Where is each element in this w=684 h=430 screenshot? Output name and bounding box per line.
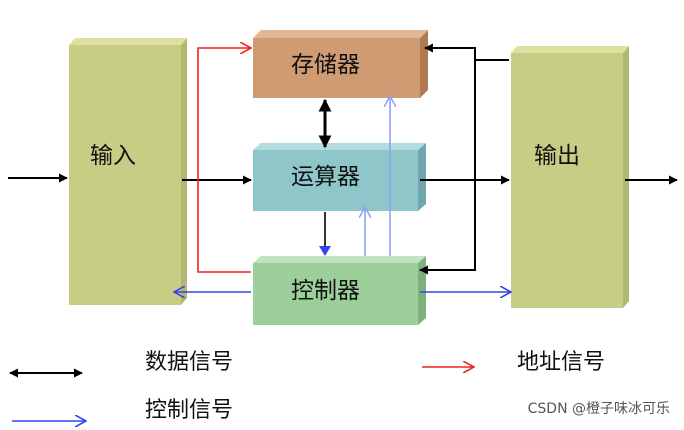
- output-label: 输出: [534, 143, 580, 169]
- legend-address-label: 地址信号: [517, 350, 606, 375]
- input-block: [69, 38, 187, 305]
- data-arrow-alu-to-controller-head: [319, 246, 331, 256]
- memory-label: 存储器: [291, 52, 360, 78]
- data-arrow-to-controller: [419, 48, 476, 275]
- controller-label: 控制器: [291, 278, 360, 304]
- watermark: CSDN @橙子味冰可乐: [527, 401, 670, 417]
- address-arrow-controller-to-memory: [197, 48, 251, 273]
- legend-control-label: 控制信号: [145, 398, 234, 423]
- output-block: [511, 46, 629, 308]
- input-label: 输入: [90, 143, 136, 169]
- data-arrow-output-to-memory: [424, 43, 509, 61]
- alu-label: 运算器: [291, 164, 360, 190]
- legend-data-label: 数据信号: [145, 350, 234, 375]
